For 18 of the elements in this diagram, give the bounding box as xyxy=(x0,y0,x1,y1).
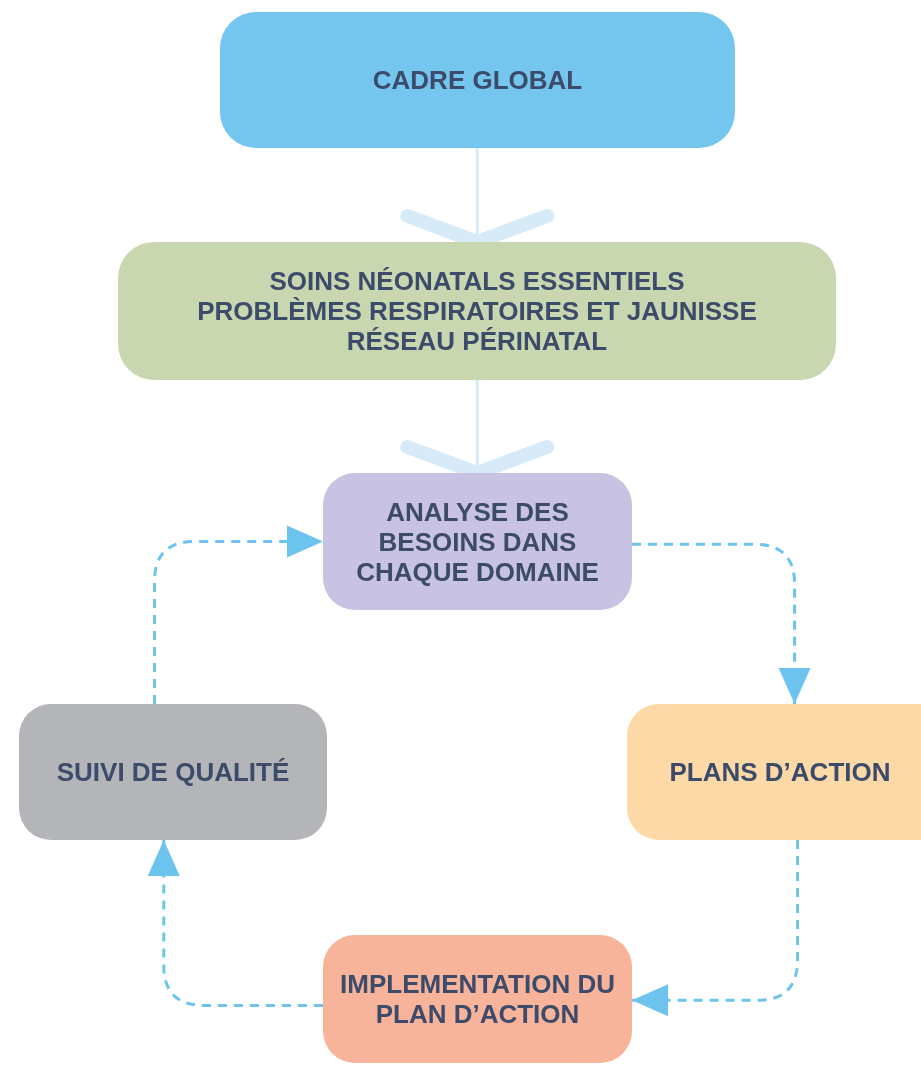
arrow xyxy=(147,840,323,1007)
box-label: CADRE GLOBAL xyxy=(372,65,583,95)
arrow xyxy=(632,542,811,704)
process-box xyxy=(323,935,632,1063)
box-label: ANALYSE DES BESOINS DANS CHAQUE DOMAINE xyxy=(355,496,600,587)
box-label: SOINS NÉONATALS ESSENTIELS xyxy=(269,266,685,296)
box-label: RÉSEAU PÉRINATAL xyxy=(346,326,608,356)
process-box xyxy=(19,704,327,840)
process-box xyxy=(323,473,632,610)
box-label: PLANS D’ACTION xyxy=(669,757,891,787)
process-box xyxy=(118,242,836,380)
process-box xyxy=(627,704,921,840)
arrow xyxy=(632,840,799,1017)
process-box xyxy=(220,12,735,148)
box-label: PROBLÈMES RESPIRATOIRES ET JAUNISSE xyxy=(197,296,757,326)
box-label: SUIVI DE QUALITÉ xyxy=(56,757,290,787)
box-label: IMPLEMENTATION DU PLAN D’ACTION xyxy=(339,969,616,1029)
arrow xyxy=(153,525,323,704)
